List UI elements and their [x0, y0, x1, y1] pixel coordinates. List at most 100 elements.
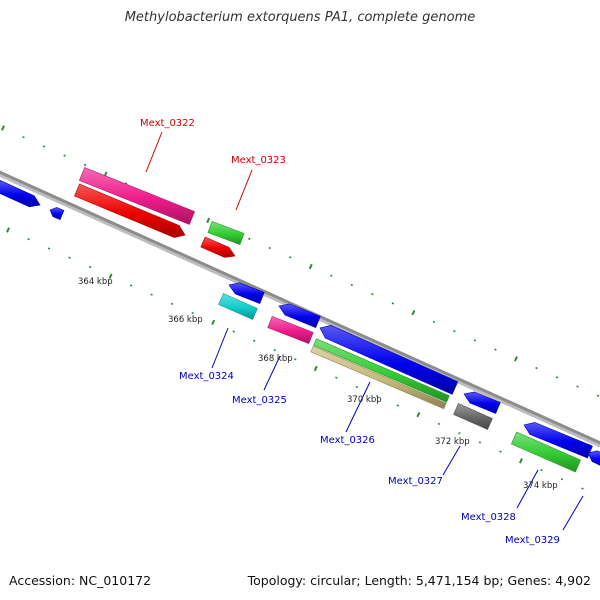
outer-scale-tick: [289, 256, 292, 259]
gene-arrow-mext-0328: [523, 422, 593, 459]
inner-scale-tick: [335, 376, 338, 379]
gene-arrow-blue: [463, 391, 501, 414]
outer-scale-tick: [206, 217, 211, 224]
label-leader-line: [145, 131, 163, 173]
inner-scale-tick: [232, 330, 235, 333]
gene-label-mext-0329: Mext_0329: [505, 535, 560, 546]
outer-scale-tick: [1, 125, 5, 131]
label-leader-line: [235, 169, 253, 211]
gene-arrow-mext-0326: [319, 324, 459, 395]
map-labels: 364 kbp 366 kbp 368 kbp 370 kbp 372 kbp 374 k…: [78, 118, 560, 546]
outer-scale-tick: [371, 293, 374, 296]
gene-arrow-khaki: [310, 345, 447, 410]
outer-scale-tick: [330, 274, 333, 277]
gene-arrow-mext-0329: [587, 450, 600, 466]
inner-scale-tick: [191, 311, 194, 315]
inner-scale-tick: [499, 450, 502, 453]
gene-arrow-mext-0325: [267, 316, 314, 344]
label-leader-lines: [145, 131, 584, 531]
inner-scale-tick: [355, 385, 359, 389]
outer-scale-tick: [350, 283, 354, 287]
gene-arrow-green: [511, 431, 581, 473]
outer-scale-tick: [432, 320, 436, 324]
inner-scale-tick: [150, 293, 153, 296]
inner-scale-tick: [416, 411, 421, 418]
outer-scale-tick: [391, 302, 395, 305]
gene-arrow-mext-0327: [453, 403, 493, 430]
kbp-scale-label: 368 kbp: [258, 354, 293, 364]
backbone-line: [0, 170, 600, 445]
outer-scale-tick: [576, 385, 579, 388]
label-leader-line: [442, 445, 461, 476]
inner-scale-tick: [68, 256, 71, 259]
gene-label-mext-0324: Mext_0324: [179, 371, 234, 382]
accession-label: Accession: NC_010172: [9, 573, 152, 588]
inner-scale-tick: [376, 395, 379, 398]
gene-arrow-mext-0323: [207, 221, 245, 245]
inner-scale-tick: [170, 302, 174, 306]
outer-scale-tick: [453, 329, 456, 333]
genome-summary-label: Topology: circular; Length: 5,471,154 bp…: [247, 573, 591, 588]
label-leader-line: [263, 355, 281, 391]
gene-label-mext-0328: Mext_0328: [461, 512, 516, 523]
outer-scale-tick: [42, 145, 46, 148]
inner-scale-tick: [294, 358, 297, 361]
gene-arrow-mext-0322: [79, 167, 195, 225]
gene-arrow-cyan: [218, 293, 258, 320]
outer-scale-tick: [555, 376, 559, 379]
label-leader-line: [562, 495, 584, 531]
gene-arrow-mext-0324: [228, 282, 265, 304]
kbp-scale-label: 374 kbp: [523, 481, 558, 491]
gene-arrow-red: [200, 236, 236, 258]
outer-scale-tick: [83, 163, 87, 167]
inner-scale-tick: [273, 348, 276, 352]
inner-scale-tick: [519, 458, 523, 464]
outer-scale-tick: [308, 263, 313, 270]
gene-arrow-green: [313, 338, 450, 403]
outer-scale-tick: [596, 394, 600, 397]
inner-scale-tick: [252, 339, 256, 342]
outer-scale-tick: [63, 154, 66, 157]
outer-scale-tick: [473, 339, 477, 342]
gene-arrow-red: [74, 183, 186, 238]
kbp-scale-label: 370 kbp: [347, 395, 382, 405]
gene-features: [0, 167, 600, 473]
inner-scale-tick: [47, 247, 51, 250]
inner-scale-tick: [88, 265, 92, 269]
kbp-scale-label: 366 kbp: [168, 315, 203, 325]
inner-scale-tick: [458, 431, 461, 435]
outer-scale-tick: [22, 136, 25, 139]
kbp-scale-label: 364 kbp: [78, 277, 113, 287]
gene-label-mext-0323: Mext_0323: [231, 155, 286, 166]
gene-arrow-blue: [278, 303, 321, 328]
gene-arrow-blue: [0, 180, 41, 208]
inner-scale-tick: [313, 365, 318, 372]
label-leader-line: [516, 469, 539, 509]
kbp-scale-label: 372 kbp: [435, 437, 470, 447]
inner-scale-tick: [27, 238, 30, 241]
gene-label-mext-0322: Mext_0322: [140, 118, 195, 129]
outer-scale-tick: [247, 237, 251, 240]
gene-label-mext-0327: Mext_0327: [388, 476, 443, 487]
inner-scale-tick: [396, 404, 400, 407]
inner-scale-tick: [437, 422, 441, 426]
outer-scale-tick: [514, 356, 518, 362]
outer-scale-tick: [494, 348, 497, 351]
label-leader-line: [211, 327, 229, 369]
gene-label-mext-0325: Mext_0325: [232, 395, 287, 406]
inner-scale-tick: [478, 441, 482, 444]
inner-scale-tick: [581, 487, 584, 490]
label-leader-line: [345, 381, 371, 433]
inner-scale-tick: [211, 319, 216, 326]
inner-scale-tick: [108, 273, 113, 279]
gene-arrow-blue: [49, 207, 65, 220]
outer-scale-tick: [268, 246, 271, 250]
inner-scale-tick: [6, 227, 10, 233]
inner-scale-tick: [540, 468, 543, 472]
inner-scale-tick: [560, 478, 564, 481]
outer-scale-tick: [535, 366, 538, 370]
gene-label-mext-0326: Mext_0326: [320, 435, 375, 446]
inner-scale-tick: [129, 284, 133, 287]
map-title: Methylobacterium extorquens PA1, complet…: [124, 10, 476, 25]
